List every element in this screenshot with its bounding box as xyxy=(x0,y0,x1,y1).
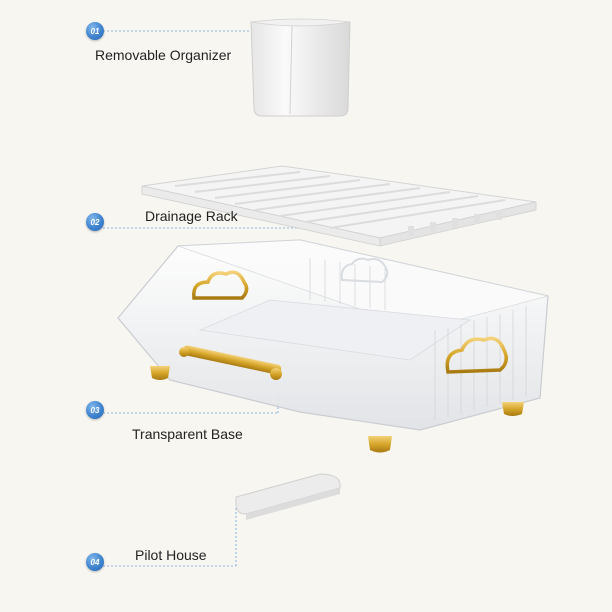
transparent-base xyxy=(117,239,549,453)
label-pilot-house: Pilot House xyxy=(135,547,207,563)
label-removable-organizer: Removable Organizer xyxy=(95,47,232,63)
drainage-rack xyxy=(141,165,537,247)
organizer-cup xyxy=(250,18,351,117)
callout-badge-02: 02 xyxy=(86,213,104,231)
callout-badge-01: 01 xyxy=(86,22,104,40)
callout-badge-03: 03 xyxy=(86,401,104,419)
pilot-house xyxy=(235,473,341,520)
label-drainage-rack: Drainage Rack xyxy=(145,208,238,224)
callout-badge-04: 04 xyxy=(86,553,104,571)
label-transparent-base: Transparent Base xyxy=(132,426,243,442)
